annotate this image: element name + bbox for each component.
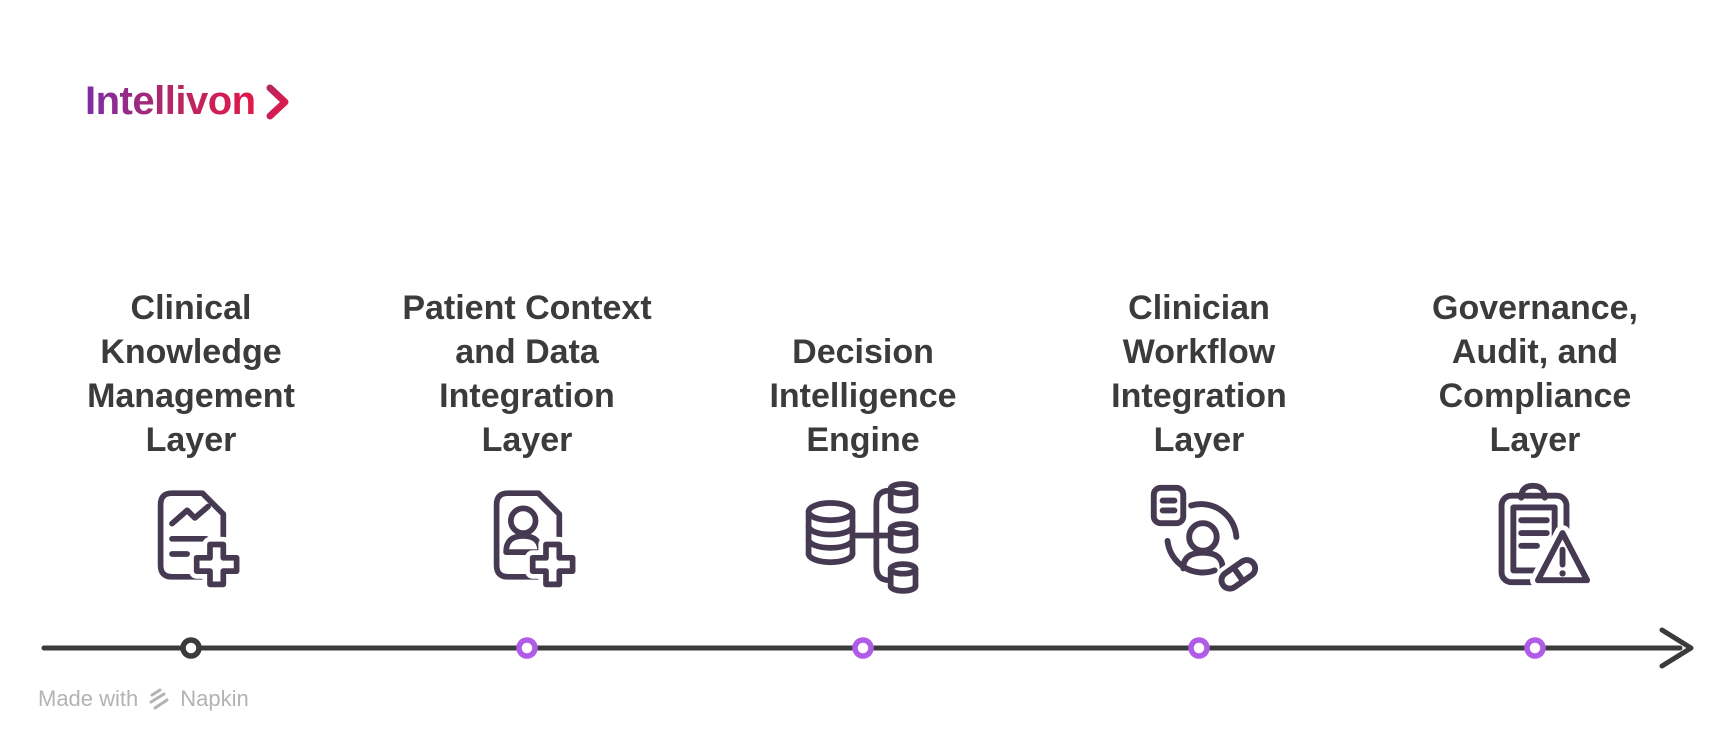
stage-columns: Clinical Knowledge Management Layer Pati… (23, 270, 1703, 608)
stage-column-decision-engine: Decision Intelligence Engine (695, 270, 1031, 608)
stage-column-governance: Governance, Audit, and Compliance Layer (1367, 270, 1703, 608)
document-chart-medical-cross-icon (157, 490, 245, 592)
stage-column-patient-context: Patient Context and Data Integration Lay… (359, 270, 695, 608)
document-patient-medical-cross-icon (493, 490, 581, 592)
footer-brand-text: Napkin (180, 686, 249, 711)
stage-title: Decision Intelligence Engine (769, 333, 957, 459)
clinician-cycle-pill-icon (1150, 484, 1258, 594)
stage-column-clinical-knowledge: Clinical Knowledge Management Layer (23, 270, 359, 608)
stage-title: Clinician Workflow Integration Layer (1111, 289, 1287, 459)
napkin-logo-icon (149, 688, 169, 710)
footer-made-with-text: Made with (38, 686, 139, 711)
timeline-dot (180, 637, 202, 659)
timeline-dot (852, 637, 874, 659)
timeline-dot (1524, 637, 1546, 659)
brand-name: Intellivon (85, 78, 256, 123)
timeline-dot (1188, 637, 1210, 659)
timeline-arrowhead-icon (1659, 627, 1694, 669)
timeline-dot (516, 637, 538, 659)
brand-chevron-icon (266, 84, 289, 120)
stage-title: Governance, Audit, and Compliance Layer (1432, 289, 1638, 459)
stage-title: Patient Context and Data Integration Lay… (402, 289, 652, 459)
database-branching-icon (805, 480, 919, 594)
stage-title: Clinical Knowledge Management Layer (87, 289, 295, 459)
brand-logo: Intellivon (85, 78, 291, 123)
footer-attribution: Made with Napkin (38, 686, 249, 712)
stage-column-clinician-workflow: Clinician Workflow Integration Layer (1031, 270, 1367, 608)
clipboard-warning-icon (1498, 482, 1594, 589)
